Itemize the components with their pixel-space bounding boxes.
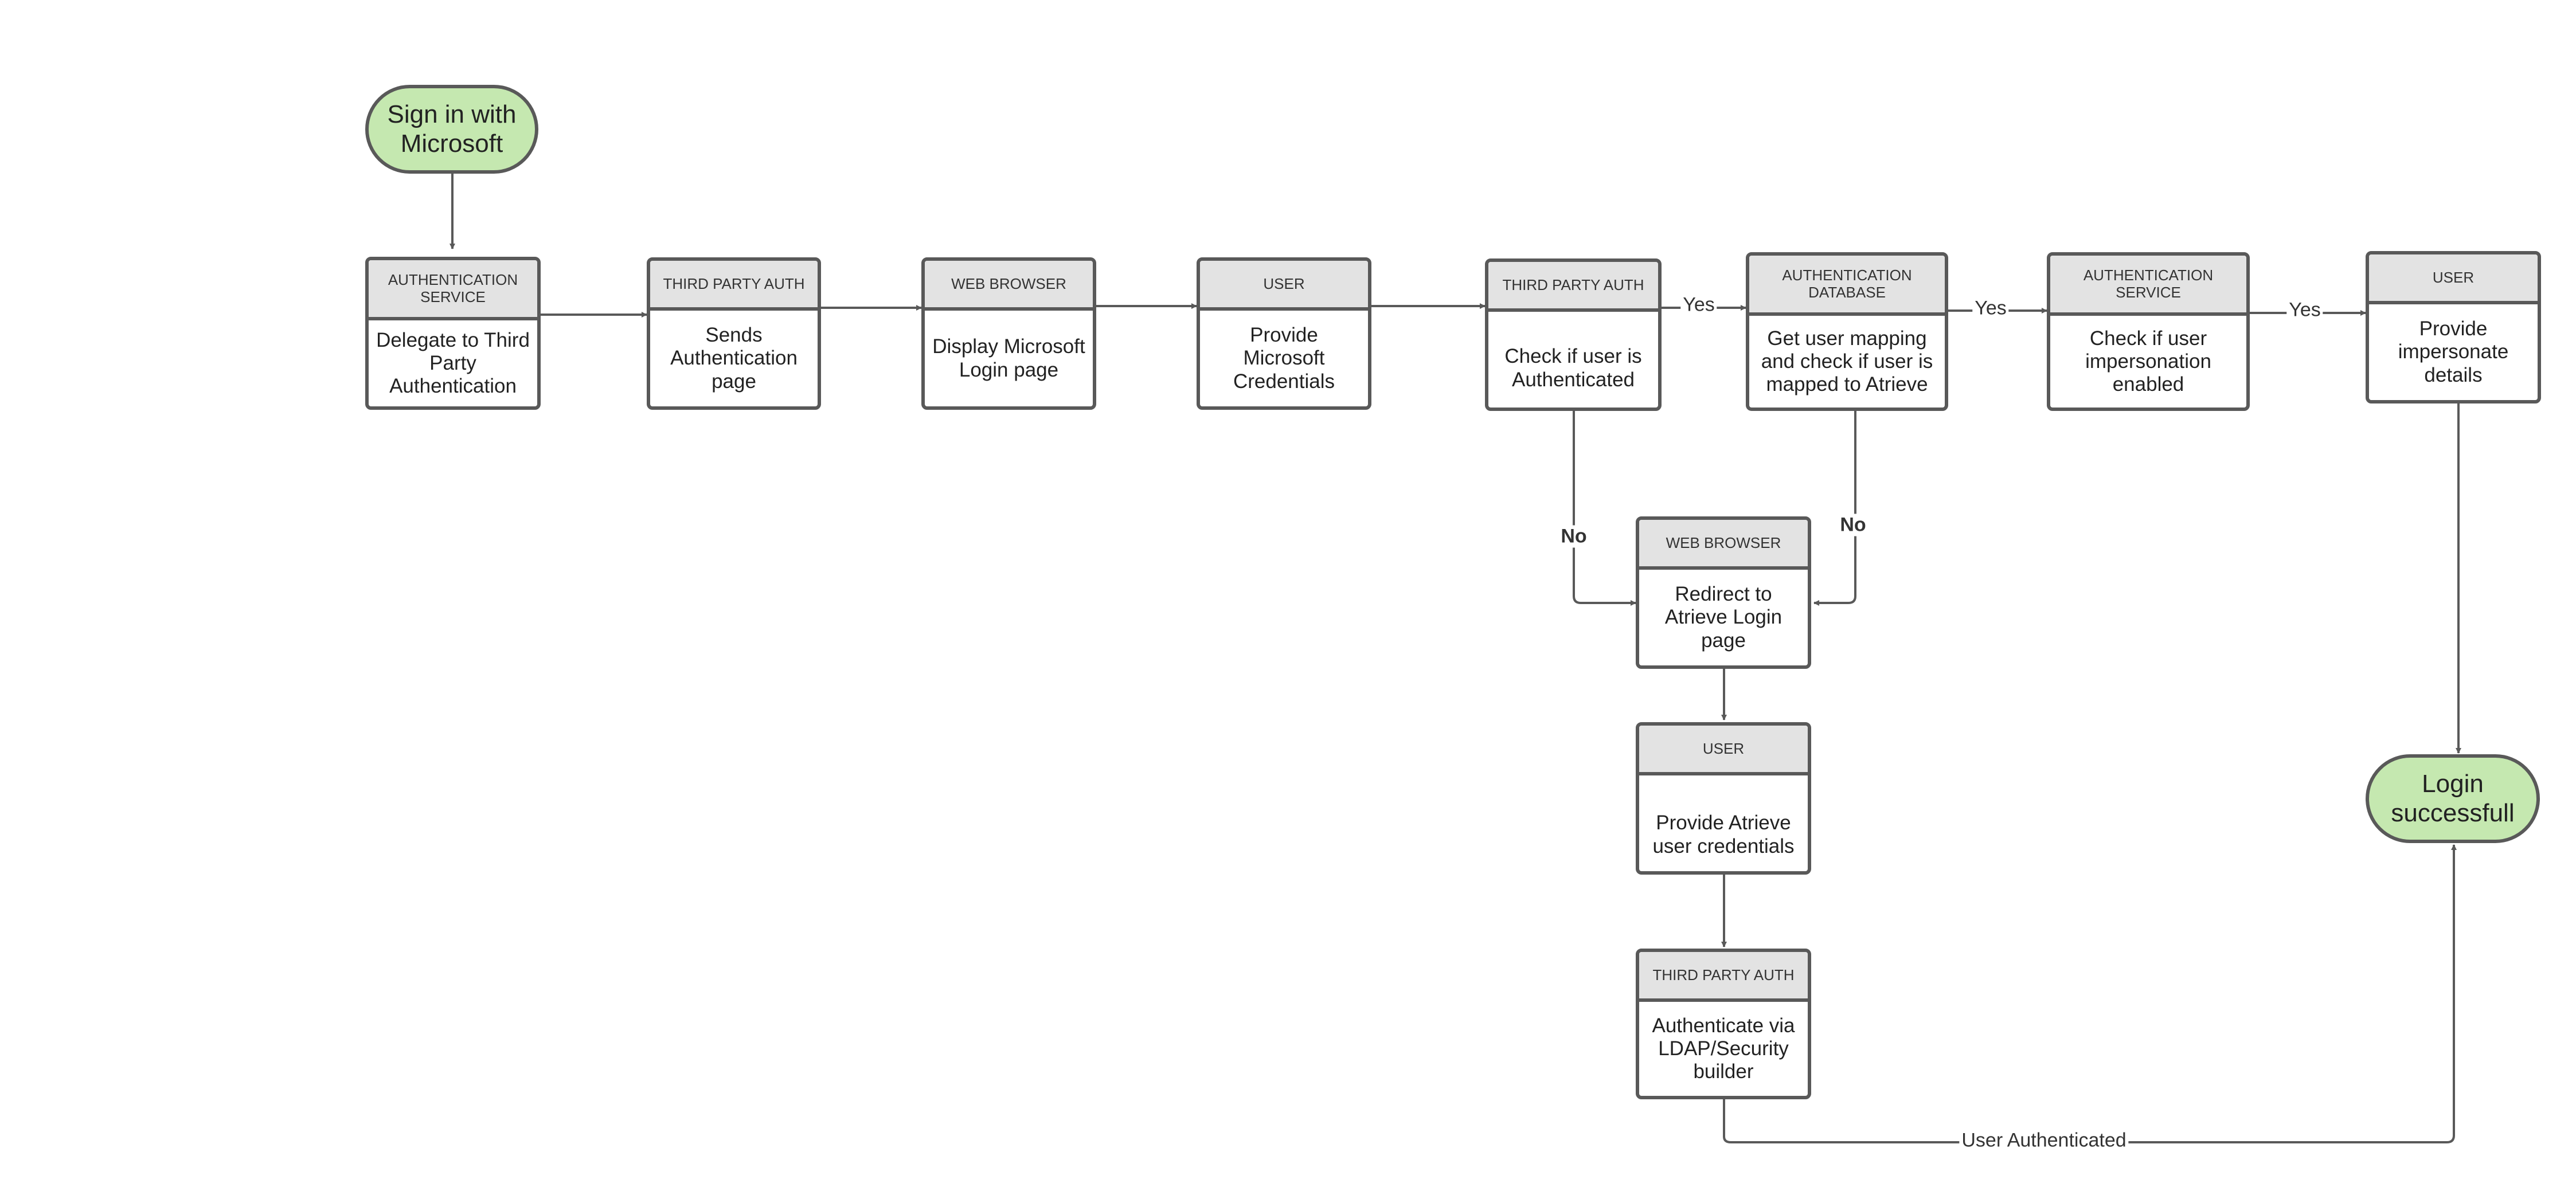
edge-label-user-authenticated: User Authenticated — [1959, 1129, 2129, 1152]
edge-label-yes: Yes — [1972, 297, 2009, 320]
process-node-sends-auth-page: THIRD PARTY AUTH Sends Authentication pa… — [647, 257, 821, 410]
process-node-provide-ms-credentials: USER Provide Microsoft Credentials — [1197, 257, 1371, 410]
connector-n11-to-end — [1723, 844, 2457, 1143]
edge-label-no: No — [1838, 514, 1869, 536]
decision-node-impersonation: AUTHENTICATION SERVICE Check if user imp… — [2047, 252, 2250, 411]
process-node-ldap-auth: THIRD PARTY AUTH Authenticate via LDAP/S… — [1636, 949, 1811, 1099]
lane-label: USER — [2369, 254, 2538, 304]
edge-label-no: No — [1558, 525, 1589, 548]
lane-label: USER — [1200, 261, 1368, 311]
lane-label: AUTHENTICATION SERVICE — [2050, 256, 2246, 316]
process-node-atrieve-credentials: USER Provide Atrieve user credentials — [1636, 722, 1811, 875]
process-text: Authenticate via LDAP/Security builder — [1652, 1014, 1795, 1083]
lane-label: USER — [1639, 726, 1808, 775]
process-text: Delegate to Third Party Authentication — [376, 328, 530, 398]
connector-n5-to-n9-no — [1573, 411, 1636, 606]
edge-label-yes: Yes — [1680, 293, 1717, 316]
start-terminal-label: Sign in with Microsoft — [387, 100, 517, 158]
lane-label: AUTHENTICATION DATABASE — [1749, 256, 1945, 316]
process-text: Check if user impersonation enabled — [2085, 327, 2211, 396]
process-text: Provide impersonate details — [2398, 318, 2509, 386]
process-text: Display Microsoft Login page — [932, 335, 1085, 381]
decision-node-user-mapping: AUTHENTICATION DATABASE Get user mapping… — [1746, 252, 1948, 411]
lane-label: THIRD PARTY AUTH — [1488, 262, 1658, 312]
lane-label: THIRD PARTY AUTH — [1639, 952, 1808, 1002]
edge-label-yes: Yes — [2286, 299, 2323, 322]
end-terminal-label: Login successfull — [2391, 769, 2515, 827]
start-terminal: Sign in with Microsoft — [365, 85, 538, 174]
process-text: Sends Authentication page — [670, 324, 798, 393]
lane-label: THIRD PARTY AUTH — [650, 261, 818, 311]
process-text: Provide Atrieve user credentials — [1652, 812, 1795, 857]
process-node-delegate: AUTHENTICATION SERVICE Delegate to Third… — [365, 257, 541, 410]
process-node-redirect-atrieve: WEB BROWSER Redirect to Atrieve Login pa… — [1636, 516, 1811, 669]
process-text: Get user mapping and check if user is ma… — [1761, 327, 1933, 396]
process-text: Check if user is Authenticated — [1504, 345, 1642, 391]
process-node-display-login: WEB BROWSER Display Microsoft Login page — [921, 257, 1096, 410]
lane-label: AUTHENTICATION SERVICE — [369, 260, 537, 320]
process-text: Redirect to Atrieve Login page — [1664, 583, 1783, 652]
lane-label: WEB BROWSER — [1639, 520, 1808, 570]
process-text: Provide Microsoft Credentials — [1233, 324, 1335, 393]
lane-label: WEB BROWSER — [925, 261, 1093, 311]
process-node-impersonate-details: USER Provide impersonate details — [2366, 251, 2541, 403]
decision-node-check-authenticated: THIRD PARTY AUTH Check if user is Authen… — [1485, 258, 1662, 411]
end-terminal: Login successfull — [2366, 754, 2540, 843]
connector-n6-to-n9-no — [1813, 411, 1856, 606]
